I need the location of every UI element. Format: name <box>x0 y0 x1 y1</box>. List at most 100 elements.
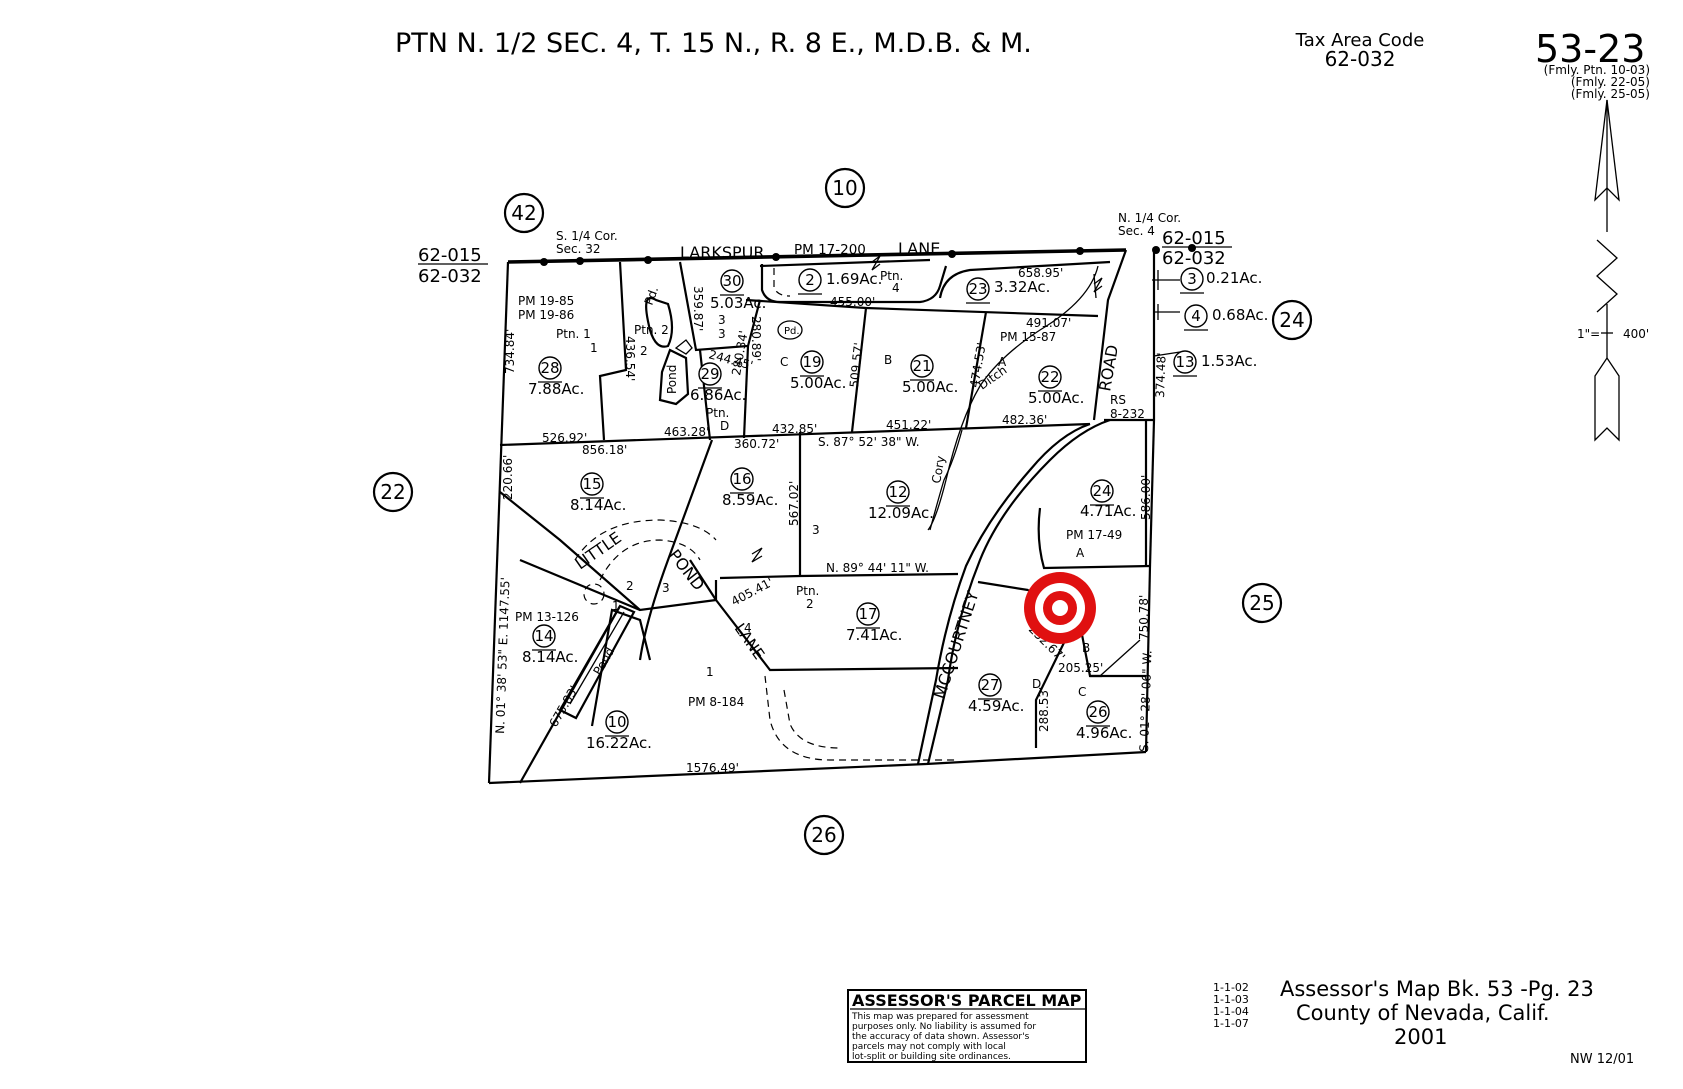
parcel-number-bubble <box>1184 304 1208 328</box>
svg-text:lot-split or building site ord: lot-split or building site ordinances. <box>852 1052 1011 1062</box>
parcel-area: 4.71Ac. <box>1080 502 1136 520</box>
parcel-number-bubble <box>1038 365 1062 389</box>
assessor-notice: ASSESSOR'S PARCEL MAP This map was prepa… <box>847 989 1087 1063</box>
svg-text:Ptn. 1: Ptn. 1 <box>556 327 591 341</box>
svg-text:N. 89° 44' 11" W.: N. 89° 44' 11" W. <box>826 561 929 575</box>
svg-text:D: D <box>1032 677 1041 691</box>
svg-text:B: B <box>1082 641 1090 655</box>
corner-code-left-2: 62-032 <box>418 266 482 287</box>
svg-text:374.48': 374.48' <box>1153 352 1169 398</box>
parcel-21[interactable]: 215.00Ac. <box>902 354 958 396</box>
adjacent-page-22[interactable]: 22 <box>372 471 414 513</box>
svg-text:750.78': 750.78' <box>1137 595 1151 640</box>
road-larkspur: LARKSPUR <box>680 243 764 262</box>
parcel-12[interactable]: 12 12.09Ac. <box>868 480 934 522</box>
road-label-road: ROAD <box>1095 343 1122 392</box>
svg-text:RS: RS <box>1110 393 1126 407</box>
parcel-area: 12.09Ac. <box>868 504 934 522</box>
adjacent-page-10[interactable]: 10 <box>824 167 866 209</box>
svg-text:1-1-03: 1-1-03 <box>1213 993 1249 1006</box>
svg-text:B: B <box>884 353 892 367</box>
n-quarter-corner-1: N. 1/4 Cor. <box>1118 211 1181 225</box>
parcel-19[interactable]: 195.00Ac. <box>790 350 846 392</box>
parcel-area: 3.32Ac. <box>994 278 1050 296</box>
book-page-number: 53-23 <box>1535 27 1645 71</box>
svg-text:509.57': 509.57' <box>847 342 866 389</box>
svg-text:734.84': 734.84' <box>503 329 517 374</box>
svg-text:This map was prepared for asse: This map was prepared for assessment <box>851 1012 1029 1022</box>
parcel-number-bubble <box>532 624 556 648</box>
parcel-16[interactable]: 168.59Ac. <box>722 467 778 509</box>
parcel-number-bubble <box>605 710 629 734</box>
svg-text:205.25': 205.25' <box>1058 661 1103 675</box>
s-quarter-corner-1: S. 1/4 Cor. <box>556 229 618 243</box>
adjacent-page-26[interactable]: 26 <box>803 814 845 856</box>
svg-text:1: 1 <box>706 665 714 679</box>
parcel-number: 12 <box>888 483 907 501</box>
svg-text:2: 2 <box>806 597 814 611</box>
footer: 1-1-02 1-1-03 1-1-04 1-1-07 Assessor's M… <box>1213 977 1634 1067</box>
parcel-number: 29 <box>700 365 719 383</box>
s-quarter-corner-2: Sec. 32 <box>556 242 601 256</box>
adjacent-page-25[interactable]: 25 <box>1241 582 1283 624</box>
svg-text:432.85': 432.85' <box>772 422 817 436</box>
parcel-number: 2 <box>805 271 815 289</box>
svg-text:436.54': 436.54' <box>623 336 637 381</box>
svg-text:42: 42 <box>511 201 536 225</box>
svg-text:1-1-02: 1-1-02 <box>1213 981 1249 994</box>
parcel-28[interactable]: 287.88Ac. <box>528 356 584 398</box>
parcel-number: 15 <box>582 475 601 493</box>
svg-text:526.92': 526.92' <box>542 431 587 445</box>
map-title: PTN N. 1/2 SEC. 4, T. 15 N., R. 8 E., M.… <box>395 28 1032 59</box>
footer-book-page: Assessor's Map Bk. 53 -Pg. 23 <box>1280 977 1594 1001</box>
svg-text:PM 17-49: PM 17-49 <box>1066 528 1122 542</box>
parcel-area: 4.59Ac. <box>968 697 1024 715</box>
corner-code-left-1: 62-015 <box>418 245 482 266</box>
road-label-little: LITTLE <box>571 528 624 573</box>
svg-text:288.53': 288.53' <box>1037 687 1051 732</box>
svg-text:586.00': 586.00' <box>1139 475 1153 520</box>
parcel-15[interactable]: 15 8.14Ac. <box>570 472 626 514</box>
parcel-30[interactable]: 305.03Ac. <box>710 269 766 312</box>
parcel-22[interactable]: 225.00Ac. <box>1028 365 1084 407</box>
adjacent-page-42[interactable]: 42 <box>503 192 545 234</box>
svg-text:A: A <box>998 355 1007 369</box>
parcel-area: 7.88Ac. <box>528 380 584 398</box>
corner-code-right-2: 62-032 <box>1162 248 1226 269</box>
svg-text:S. 01° 28' 06" W.: S. 01° 28' 06" W. <box>1137 650 1155 752</box>
svg-text:Ptn.: Ptn. <box>796 584 819 598</box>
parcel-area: 5.00Ac. <box>1028 389 1084 407</box>
parcel-27[interactable]: 274.59Ac. <box>968 673 1024 715</box>
target-marker[interactable] <box>1024 572 1096 644</box>
road-larkspur-lane: LANE <box>898 239 940 258</box>
svg-text:280.89': 280.89' <box>749 316 763 361</box>
svg-text:Ptn. 2: Ptn. 2 <box>634 323 669 337</box>
svg-text:24: 24 <box>1279 308 1304 332</box>
svg-text:3: 3 <box>718 313 726 327</box>
svg-text:A: A <box>1076 546 1085 560</box>
svg-text:1: 1 <box>612 599 620 613</box>
parcel-14[interactable]: 148.14Ac. <box>522 624 578 666</box>
parcel-number-bubble <box>1086 700 1110 724</box>
parcel-24[interactable]: 244.71Ac. <box>1080 479 1136 520</box>
svg-text:1: 1 <box>590 341 598 355</box>
parcel-area: 8.14Ac. <box>570 496 626 514</box>
svg-text:8-232: 8-232 <box>1110 407 1145 421</box>
parcel-area: 0.68Ac. <box>1212 306 1268 324</box>
adjacent-page-24[interactable]: 24 <box>1271 299 1313 341</box>
parcel-29[interactable]: 296.86Ac. <box>690 362 746 404</box>
svg-text:S. 87° 52' 38" W.: S. 87° 52' 38" W. <box>818 435 920 449</box>
parcel-17[interactable]: 177.41Ac. <box>846 602 902 644</box>
notice-title: ASSESSOR'S PARCEL MAP <box>852 991 1082 1010</box>
parcel-26[interactable]: 264.96Ac. <box>1076 700 1132 742</box>
road-label-mccourtney: MCCOURTNEY <box>930 589 983 702</box>
parcel-number: 13 <box>1175 353 1194 371</box>
svg-text:Pond: Pond <box>665 365 679 394</box>
